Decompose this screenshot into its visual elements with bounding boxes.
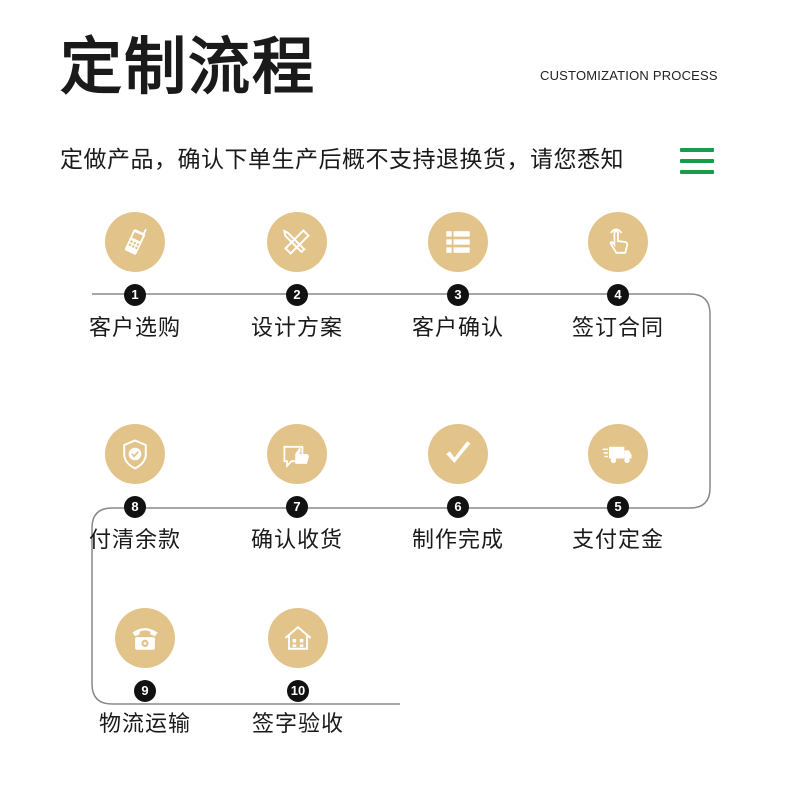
- step-number: 3: [447, 284, 469, 306]
- step-label: 制作完成: [411, 528, 504, 553]
- house-icon: [268, 608, 328, 668]
- step-number: 2: [286, 284, 308, 306]
- step-5: 5 支付定金: [538, 424, 698, 554]
- step-9: 9 物流运输: [65, 608, 225, 738]
- step-number: 10: [287, 680, 309, 702]
- step-number: 8: [124, 496, 146, 518]
- step-number: 7: [286, 496, 308, 518]
- step-10: 10 签字验收: [218, 608, 378, 738]
- step-number: 6: [447, 496, 469, 518]
- step-number: 4: [607, 284, 629, 306]
- step-label: 客户选购: [88, 316, 181, 341]
- step-6: 6 制作完成: [378, 424, 538, 554]
- list-icon: [428, 212, 488, 272]
- thumbs-up-icon: [267, 424, 327, 484]
- page-title: 定制流程: [60, 30, 317, 103]
- truck-icon: [588, 424, 648, 484]
- menu-icon[interactable]: [680, 148, 714, 181]
- hand-touch-icon: [588, 212, 648, 272]
- step-number: 1: [124, 284, 146, 306]
- page-subtitle: CUSTOMIZATION PROCESS: [540, 68, 718, 83]
- step-label: 设计方案: [250, 316, 343, 341]
- notice-text: 定做产品，确认下单生产后概不支持退换货，请您悉知: [60, 147, 624, 173]
- pencil-ruler-icon: [267, 212, 327, 272]
- step-8: 8 付清余款: [55, 424, 215, 554]
- shield-check-icon: [105, 424, 165, 484]
- step-label: 物流运输: [98, 712, 191, 737]
- checkmark-icon: [428, 424, 488, 484]
- telephone-icon: [115, 608, 175, 668]
- step-label: 签订合同: [571, 316, 664, 341]
- step-label: 客户确认: [411, 316, 504, 341]
- step-4: 4 签订合同: [538, 212, 698, 342]
- step-7: 7 确认收货: [217, 424, 377, 554]
- step-label: 支付定金: [571, 528, 664, 553]
- step-number: 5: [607, 496, 629, 518]
- step-label: 确认收货: [250, 528, 343, 553]
- step-2: 2 设计方案: [217, 212, 377, 342]
- step-label: 签字验收: [251, 712, 344, 737]
- step-number: 9: [134, 680, 156, 702]
- step-label: 付清余款: [88, 528, 181, 553]
- step-1: 1 客户选购: [55, 212, 215, 342]
- step-3: 3 客户确认: [378, 212, 538, 342]
- phone-icon: [105, 212, 165, 272]
